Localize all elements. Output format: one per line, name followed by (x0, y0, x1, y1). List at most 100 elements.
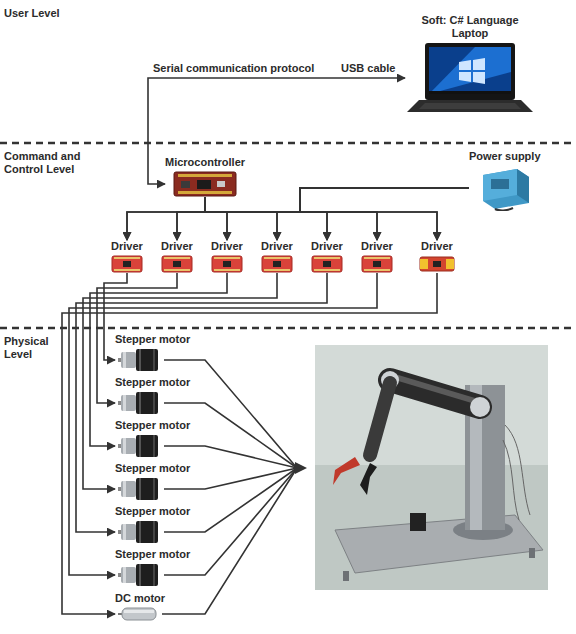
stepper-part (123, 438, 126, 454)
stepper-part (121, 481, 136, 497)
stepper-part (139, 435, 141, 457)
device-label: Stepper motor (115, 505, 190, 518)
device-label: Soft: C# Language (421, 14, 518, 27)
driver-part (223, 261, 231, 267)
stepper-icon (118, 520, 160, 544)
connector (148, 78, 405, 184)
connector (104, 273, 127, 360)
micro-icon (173, 171, 237, 197)
level-band: Physical LevelStepper motorStepper motor… (0, 328, 576, 634)
power-part (495, 208, 513, 210)
laptop-part (407, 100, 533, 112)
stepper-icon (118, 477, 160, 501)
driver-part (314, 257, 340, 259)
stepper-part (153, 435, 155, 457)
dc-part (124, 610, 154, 613)
motor-line (162, 468, 297, 614)
gripper-jaw (360, 463, 377, 495)
stepper-part (136, 564, 158, 586)
laptop-part (429, 91, 511, 94)
stepper-part (123, 352, 126, 368)
driver-part (314, 269, 340, 271)
driver-icon (311, 255, 343, 273)
device-label: Power supply (469, 150, 541, 163)
micro-part (197, 180, 211, 189)
laptop-node: Soft: C# LanguageLaptop (405, 14, 535, 114)
device-label: DC motor (115, 592, 165, 605)
device-label: Stepper motor (115, 419, 190, 432)
driver-icon (161, 255, 193, 273)
connector (69, 273, 377, 575)
motor-node: DC motor (115, 592, 165, 621)
motor-node: Stepper motor (115, 462, 190, 501)
driver-node: Driver (419, 240, 455, 273)
connector (227, 188, 469, 240)
dcdriver-icon (419, 255, 455, 273)
motor-node: Stepper motor (115, 548, 190, 587)
arm-belt (395, 377, 475, 401)
driver-part (214, 257, 240, 259)
stepper-part (153, 564, 155, 586)
connector (205, 197, 327, 240)
stepper-part (136, 478, 158, 500)
motor-node: Stepper motor (115, 333, 190, 372)
device-label: Driver (211, 240, 243, 253)
driver-node: Driver (211, 240, 243, 273)
dcdriver-part (420, 257, 454, 271)
stepper-icon (118, 563, 160, 587)
connector (300, 188, 469, 240)
device-label: Driver (361, 240, 393, 253)
stepper-part (153, 349, 155, 371)
plate-leg (529, 548, 535, 558)
stepper-part (121, 395, 136, 411)
driver-node: Driver (361, 240, 393, 273)
device-label: Driver (111, 240, 143, 253)
gripper-jaw (333, 457, 360, 485)
motor-to-robot-lines (162, 360, 297, 614)
photo-ground (315, 345, 548, 590)
edge-label: Serial communication protocol (152, 62, 315, 75)
connector (62, 273, 437, 614)
driver-part (173, 261, 181, 267)
device-label: Stepper motor (115, 376, 190, 389)
power-part (491, 179, 509, 189)
laptop-part (429, 47, 511, 94)
stepper-part (121, 438, 136, 454)
driver-part (162, 256, 192, 272)
microcontroller-node: Microcontroller (165, 156, 245, 197)
connector (177, 197, 205, 240)
level-band: Command and Control Level Microcontroller… (0, 143, 576, 328)
driver-part (123, 261, 131, 267)
driver-part (164, 257, 190, 259)
level-divider (0, 142, 576, 145)
device-label: Driver (421, 240, 453, 253)
cable-label: USB cable (340, 62, 396, 75)
device-label: Driver (161, 240, 193, 253)
stepper-icon (118, 434, 160, 458)
connector (205, 197, 377, 240)
connector (277, 188, 469, 240)
level-title: Command and Control Level (4, 150, 90, 176)
robot-wires (503, 425, 530, 520)
connector (127, 197, 205, 240)
driver-node: Driver (311, 240, 343, 273)
connector (300, 188, 469, 240)
micro-part (174, 172, 236, 196)
connector (83, 273, 277, 489)
connector (205, 197, 277, 240)
driver-part (323, 261, 331, 267)
stepper-part (136, 521, 158, 543)
driver-icon (261, 255, 293, 273)
driver-part (364, 257, 390, 259)
stepper-part (153, 521, 155, 543)
stepper-part (136, 435, 158, 457)
laptop-part (425, 43, 515, 100)
motor-node: Stepper motor (115, 419, 190, 458)
laptop-icon (405, 42, 535, 114)
stepper-part (136, 349, 158, 371)
connector (205, 197, 227, 240)
device-label: Stepper motor (115, 548, 190, 561)
driver-part (114, 269, 140, 271)
pulley (470, 397, 490, 417)
dcdriver-part (446, 259, 454, 269)
